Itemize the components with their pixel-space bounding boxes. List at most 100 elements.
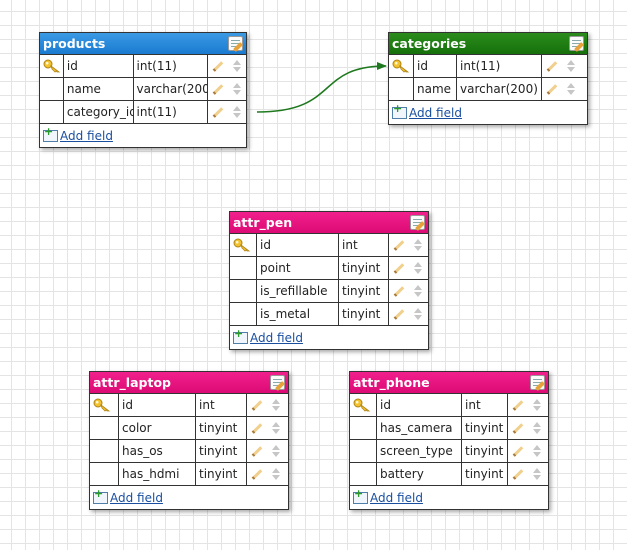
edit-field-pencil-icon[interactable] <box>512 445 524 457</box>
table-header[interactable]: attr_pen <box>230 212 428 234</box>
add-field-row[interactable]: Add field <box>230 326 428 349</box>
field-name[interactable]: color <box>119 417 196 439</box>
add-field-row[interactable]: Add field <box>90 486 288 509</box>
table-header[interactable]: attr_laptop <box>90 372 288 394</box>
field-type[interactable]: int <box>196 394 247 416</box>
field-type[interactable]: tinyint <box>339 303 389 325</box>
reorder-arrows-icon[interactable] <box>567 83 575 95</box>
field-type[interactable]: varchar(200) <box>457 78 542 100</box>
table-header[interactable]: products <box>40 33 246 55</box>
reorder-arrows-icon[interactable] <box>567 60 575 72</box>
field-type[interactable]: varchar(200) <box>134 78 209 100</box>
edit-table-icon[interactable] <box>228 36 243 51</box>
edit-field-pencil-icon[interactable] <box>251 422 263 434</box>
relation-products-category-to-categories-id[interactable] <box>256 62 387 113</box>
reorder-arrows-icon[interactable] <box>414 285 422 297</box>
table-header[interactable]: categories <box>389 33 587 55</box>
reorder-arrows-icon[interactable] <box>272 468 280 480</box>
add-field-link[interactable]: Add field <box>60 128 113 143</box>
field-type[interactable]: int(11) <box>134 55 209 77</box>
field-name[interactable]: has_os <box>119 440 196 462</box>
add-field-link[interactable]: Add field <box>409 105 462 120</box>
reorder-arrows-icon[interactable] <box>414 262 422 274</box>
edit-field-pencil-icon[interactable] <box>393 308 405 320</box>
field-type[interactable]: tinyint <box>462 440 508 462</box>
field-name[interactable]: is_metal <box>257 303 339 325</box>
edit-field-pencil-icon[interactable] <box>393 262 405 274</box>
field-type[interactable]: int(11) <box>134 101 209 123</box>
add-field-row[interactable]: Add field <box>389 101 587 124</box>
add-field-icon[interactable] <box>43 125 58 142</box>
edit-field-pencil-icon[interactable] <box>251 399 263 411</box>
field-type[interactable]: tinyint <box>196 417 247 439</box>
field-name[interactable]: battery <box>377 463 462 485</box>
edit-field-pencil-icon[interactable] <box>251 468 263 480</box>
field-name[interactable]: is_refillable <box>257 280 339 302</box>
edit-field-pencil-icon[interactable] <box>546 60 558 72</box>
add-field-row[interactable]: Add field <box>350 486 548 509</box>
edit-field-pencil-icon[interactable] <box>512 468 524 480</box>
reorder-arrows-icon[interactable] <box>233 83 241 95</box>
field-type[interactable]: tinyint <box>339 257 389 279</box>
add-field-icon[interactable] <box>93 487 108 504</box>
field-type[interactable]: tinyint <box>196 440 247 462</box>
edit-field-pencil-icon[interactable] <box>212 60 224 72</box>
edit-field-pencil-icon[interactable] <box>512 399 524 411</box>
reorder-arrows-icon[interactable] <box>533 422 541 434</box>
edit-field-pencil-icon[interactable] <box>212 83 224 95</box>
add-field-icon[interactable] <box>353 487 368 504</box>
field-name[interactable]: category_id <box>64 101 134 123</box>
reorder-arrows-icon[interactable] <box>272 422 280 434</box>
add-field-icon[interactable] <box>233 327 248 344</box>
add-field-link[interactable]: Add field <box>110 490 163 505</box>
edit-table-icon[interactable] <box>270 375 285 390</box>
add-field-icon[interactable] <box>392 102 407 119</box>
field-name[interactable]: id <box>119 394 196 416</box>
field-name[interactable]: screen_type <box>377 440 462 462</box>
edit-field-pencil-icon[interactable] <box>512 422 524 434</box>
reorder-arrows-icon[interactable] <box>533 399 541 411</box>
field-name[interactable]: name <box>414 78 457 100</box>
reorder-arrows-icon[interactable] <box>414 308 422 320</box>
reorder-arrows-icon[interactable] <box>233 60 241 72</box>
field-type[interactable]: int(11) <box>457 55 542 77</box>
reorder-arrows-icon[interactable] <box>272 445 280 457</box>
field-name[interactable]: name <box>64 78 134 100</box>
edit-table-icon[interactable] <box>410 215 425 230</box>
add-field-row[interactable]: Add field <box>40 124 246 147</box>
field-name[interactable]: id <box>257 234 339 256</box>
reorder-arrows-icon[interactable] <box>533 468 541 480</box>
field-type[interactable]: tinyint <box>462 463 508 485</box>
table-header[interactable]: attr_phone <box>350 372 548 394</box>
edit-table-icon[interactable] <box>530 375 545 390</box>
edit-field-pencil-icon[interactable] <box>393 285 405 297</box>
edit-field-pencil-icon[interactable] <box>393 239 405 251</box>
reorder-arrows-icon[interactable] <box>414 239 422 251</box>
edit-table-icon[interactable] <box>569 36 584 51</box>
reorder-arrows-icon[interactable] <box>272 399 280 411</box>
edit-field-pencil-icon[interactable] <box>212 106 224 118</box>
field-type[interactable]: tinyint <box>339 280 389 302</box>
add-field-link[interactable]: Add field <box>250 330 303 345</box>
field-type[interactable]: int <box>339 234 389 256</box>
field-name[interactable]: point <box>257 257 339 279</box>
field-type[interactable]: tinyint <box>462 417 508 439</box>
edit-field-pencil-icon[interactable] <box>251 445 263 457</box>
field-name[interactable]: id <box>377 394 462 416</box>
